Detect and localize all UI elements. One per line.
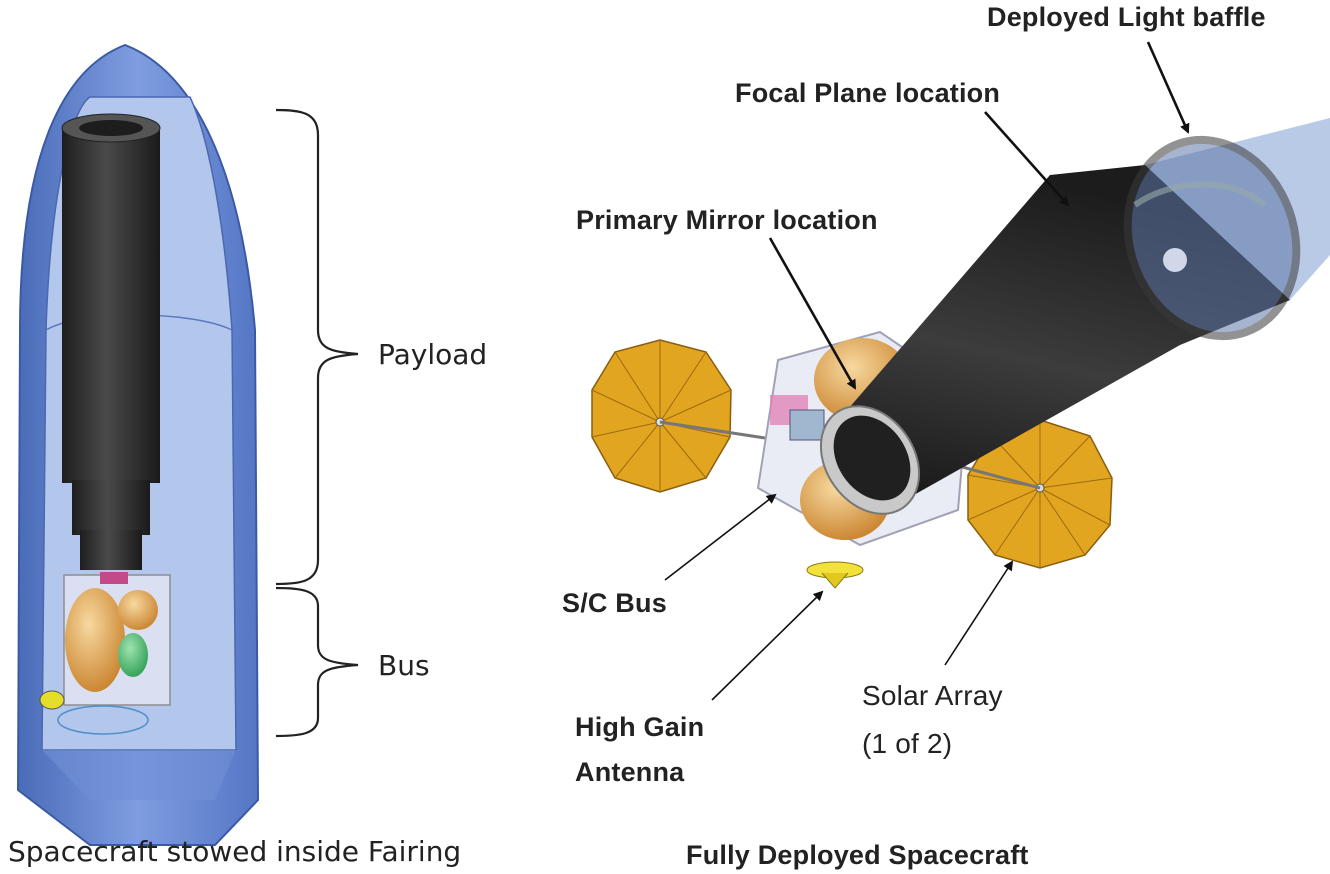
solar-array-line2: (1 of 2) xyxy=(862,728,953,759)
stowed-bus xyxy=(39,572,171,735)
payload-label: Payload xyxy=(378,338,488,371)
hga-label-line2: Antenna xyxy=(575,757,685,787)
deployed-telescope xyxy=(819,135,1301,515)
primary-mirror-label: Primary Mirror location xyxy=(576,205,878,235)
solar-array-right xyxy=(954,419,1113,569)
hga-label-line1: High Gain xyxy=(575,712,705,742)
stowed-caption: Spacecraft stowed inside Fairing xyxy=(8,835,462,868)
focal-plane-label: Focal Plane location xyxy=(735,78,1001,108)
payload-brace xyxy=(275,108,359,586)
light-baffle-label: Deployed Light baffle xyxy=(987,2,1266,32)
high-gain-antenna xyxy=(806,561,864,589)
bus-label: Bus xyxy=(378,649,430,682)
pointer-arrows xyxy=(768,41,1190,390)
thin-pointer-arrows xyxy=(664,493,1014,701)
bus-brace xyxy=(275,586,359,738)
stowed-telescope xyxy=(61,113,161,570)
solar-array-line1: Solar Array xyxy=(862,680,1003,711)
solar-array-left xyxy=(591,339,766,493)
deployed-caption: Fully Deployed Spacecraft xyxy=(686,840,1029,870)
sc-bus-label: S/C Bus xyxy=(562,588,667,618)
